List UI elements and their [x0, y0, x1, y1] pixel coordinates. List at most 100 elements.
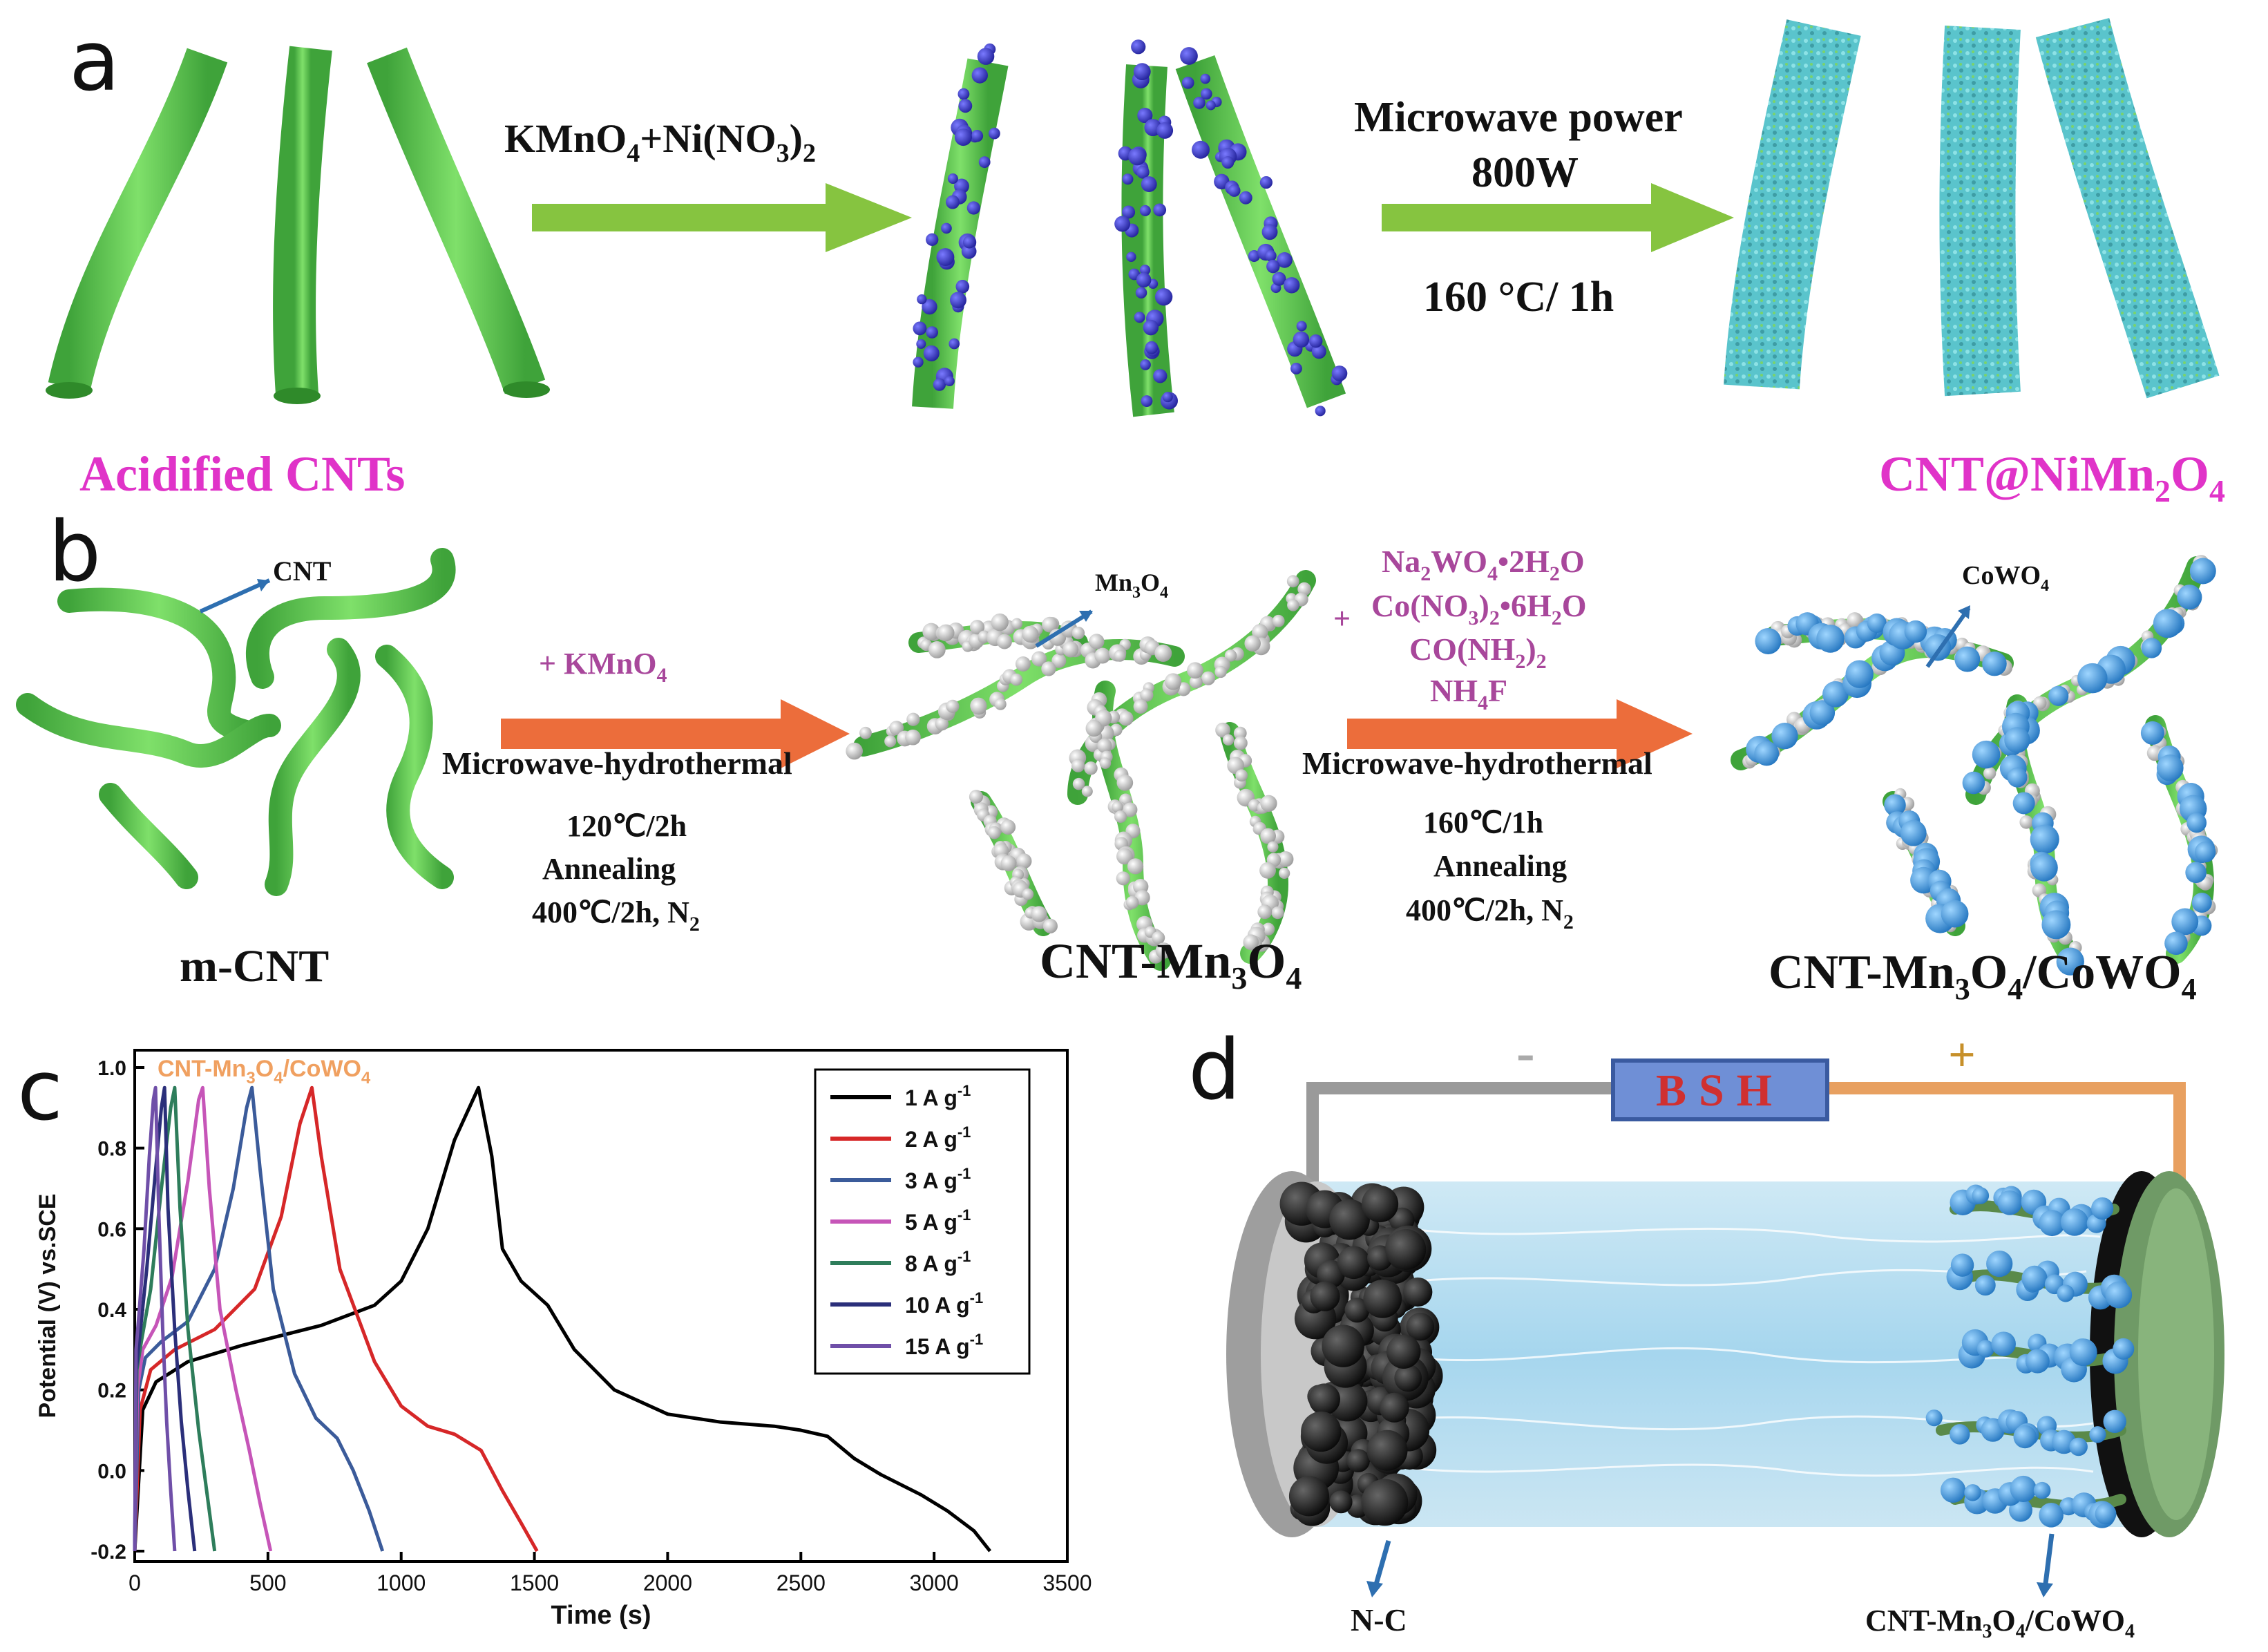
particle: [2039, 1210, 2066, 1237]
particle: [955, 279, 970, 294]
particle: [1010, 673, 1023, 686]
step2-anneal-temp: 400℃/2h, N2: [1406, 893, 1574, 933]
particle: [1140, 688, 1154, 702]
particle: [2189, 558, 2216, 585]
particle: [1239, 191, 1252, 205]
nc-particle: [1385, 1228, 1427, 1270]
legend-label: 5 A g-1: [905, 1206, 971, 1235]
panel-d: d BSH - +: [1188, 1023, 2224, 1642]
particle: [1051, 653, 1067, 668]
particle: [1221, 156, 1235, 169]
particle: [1297, 582, 1311, 596]
composite-pointer-arrow: [2042, 1533, 2055, 1590]
particle: [1267, 841, 1279, 853]
particle: [2113, 1338, 2135, 1360]
cnt-mn3o4-cowo4-strands: [1925, 1184, 2135, 1528]
particle: [1222, 734, 1235, 746]
panel-a-letter: a: [69, 14, 120, 110]
particle: [2177, 585, 2202, 610]
particle: [1201, 671, 1216, 685]
particle: [1134, 312, 1145, 323]
particle: [978, 156, 991, 169]
chart-legend: 1 A g-12 A g-13 A g-15 A g-18 A g-110 A …: [814, 1068, 1031, 1375]
nc-particle: [1386, 1334, 1421, 1369]
particle: [2140, 721, 2164, 745]
reagent-urea: CO(NH2)2: [1409, 632, 1547, 673]
particle: [1122, 205, 1136, 219]
legend-label: 8 A g-1: [905, 1248, 971, 1276]
particle: [961, 244, 977, 259]
cnt-nimn2o4-tubes: [1724, 17, 2220, 399]
mn3o4-pointer-arrow: [1035, 609, 1093, 648]
positive-wire: [1824, 1082, 2186, 1188]
particle: [2153, 609, 2182, 638]
particle: [2030, 824, 2059, 854]
particle: [2013, 1425, 2037, 1449]
nc-particle: [1322, 1325, 1364, 1367]
particle: [1214, 665, 1227, 678]
cnt-mn3o4-structure: [846, 570, 1316, 971]
particle: [1153, 203, 1167, 217]
particle: [1283, 277, 1300, 294]
cowo4-pointer-arrow: [1925, 607, 1971, 668]
particle: [1257, 904, 1273, 920]
cnt-pointer-arrow: [199, 578, 271, 614]
particle: [1266, 259, 1280, 274]
series-line: [133, 1085, 197, 1552]
particle: [926, 326, 938, 339]
nc-particle: [1337, 1246, 1371, 1280]
temperature-time-label: 160 °C/ 1h: [1423, 274, 1614, 321]
particle: [1072, 777, 1085, 790]
particle: [1235, 769, 1248, 782]
particle: [1122, 173, 1134, 185]
particle: [1754, 741, 1780, 766]
particle: [1094, 647, 1111, 664]
particle: [1139, 265, 1151, 276]
particle: [2089, 1426, 2106, 1443]
particle: [994, 698, 1007, 710]
legend-label: 15 A g-1: [905, 1331, 983, 1359]
particle: [1071, 759, 1085, 772]
particle: [988, 127, 1000, 140]
particle: [1156, 122, 1174, 139]
kmno4-reagent: + KMnO4: [539, 647, 667, 687]
particle: [922, 623, 940, 640]
particle: [906, 712, 920, 726]
particle: [941, 222, 952, 234]
nc-particle: [1310, 1281, 1340, 1311]
particle: [1136, 272, 1152, 288]
particle: [917, 294, 927, 305]
particle: [859, 726, 872, 739]
particle: [1127, 858, 1144, 875]
particle: [1941, 900, 1969, 928]
particle: [2095, 1503, 2117, 1525]
particle: [2004, 727, 2030, 753]
particle: [1015, 656, 1031, 672]
particle: [1126, 251, 1136, 263]
particle: [1022, 888, 1034, 900]
legend-label: 10 A g-1: [905, 1289, 983, 1318]
particle: [1116, 775, 1134, 791]
particle: [1233, 726, 1247, 740]
particle: [1925, 1409, 1943, 1427]
particle: [1135, 287, 1147, 298]
composite-electrode-label: CNT-Mn3O4/CoWO4: [1865, 1604, 2135, 1642]
particle: [987, 826, 1001, 839]
particle: [1141, 176, 1157, 193]
particle: [1272, 614, 1285, 627]
step2-anneal: Annealing: [1433, 849, 1567, 883]
particle: [2057, 1284, 2075, 1302]
particle: [2039, 1503, 2064, 1528]
particle: [1099, 757, 1112, 769]
particle: [1206, 100, 1216, 111]
particle: [2030, 853, 2058, 882]
arrow-a2: [1382, 183, 1734, 252]
particle: [1011, 618, 1023, 629]
particle: [1228, 184, 1241, 197]
particle: [846, 742, 863, 760]
y-tick-label: 0.4: [97, 1299, 126, 1322]
particle: [977, 48, 995, 65]
particle: [2069, 1338, 2097, 1367]
